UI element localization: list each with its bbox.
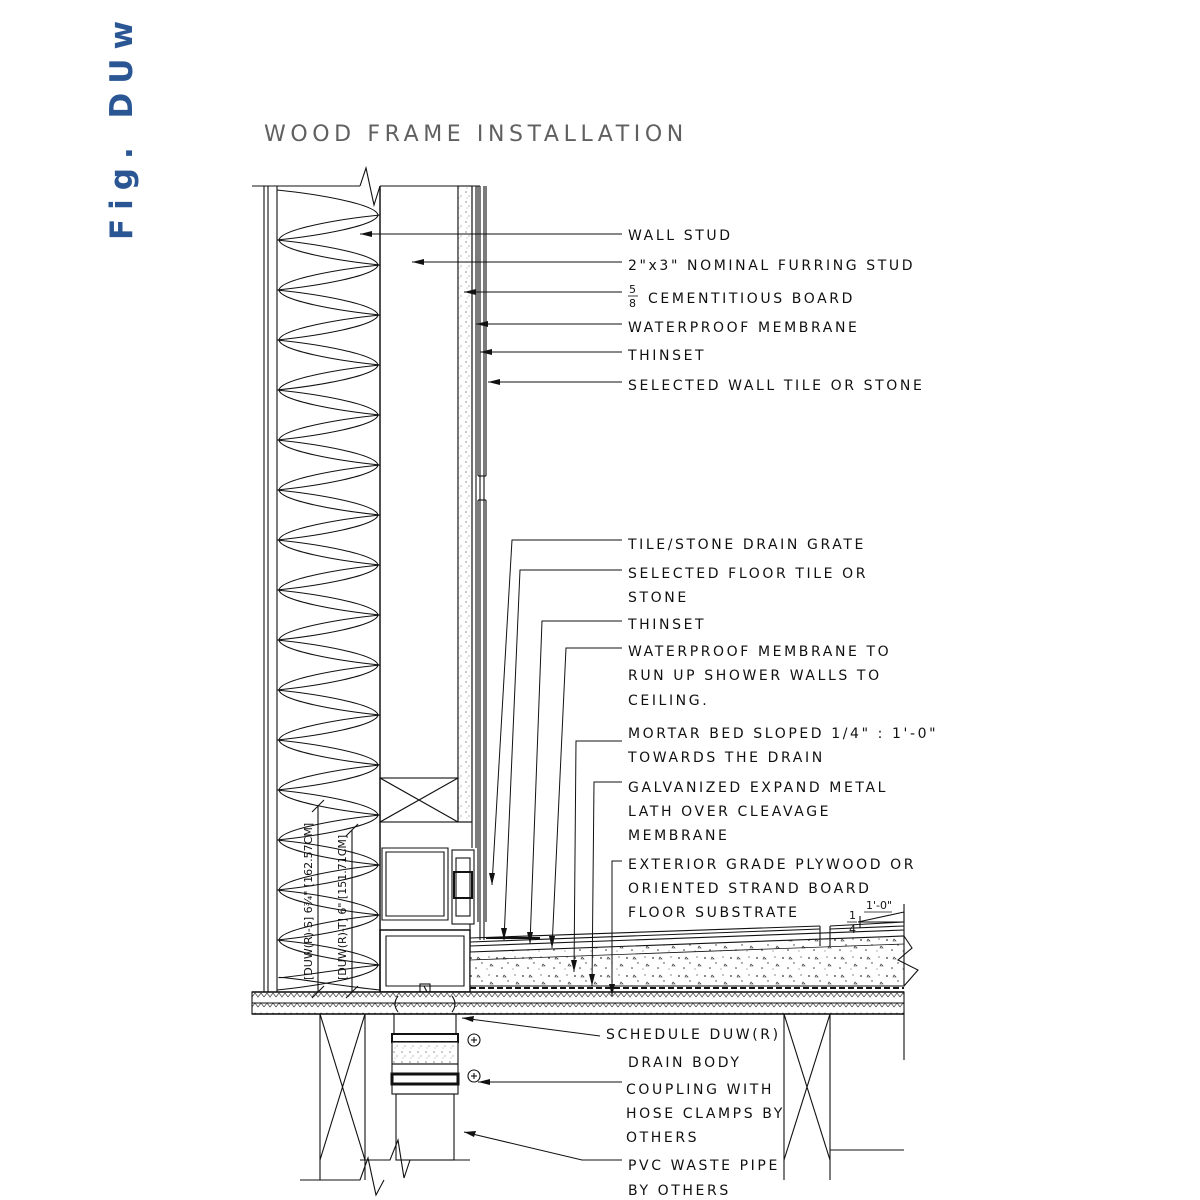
- label-floor-membrane-line1: WATERPROOF MEMBRANE TO: [628, 644, 891, 660]
- drawing-title: WOOD FRAME INSTALLATION: [264, 122, 688, 147]
- label-floor-tile-line1: SELECTED FLOOR TILE OR: [628, 566, 868, 582]
- label-schedule: SCHEDULE DUW(R): [606, 1027, 781, 1043]
- label-floor-thinset: THINSET: [627, 617, 706, 633]
- insulation-loop: [276, 739, 379, 791]
- label-substrate-line3: FLOOR SUBSTRATE: [628, 905, 800, 921]
- insulation-loop: [278, 514, 381, 566]
- label-wall-tile: SELECTED WALL TILE OR STONE: [628, 378, 924, 394]
- label-floor-tile-line2: STONE: [628, 590, 689, 606]
- insulation-loop: [278, 414, 381, 466]
- label-floor-membrane-line2: RUN UP SHOWER WALLS TO: [628, 668, 882, 684]
- label-wall-stud: WALL STUD: [628, 228, 733, 244]
- label-wall-thinset: THINSET: [627, 348, 706, 364]
- insulation-loop: [276, 789, 379, 841]
- label-lath-line1: GALVANIZED EXPAND METAL: [628, 780, 888, 796]
- callout-labels: WALL STUD 2"x3" NOMINAL FURRING STUD 5 8…: [302, 228, 938, 1199]
- label-wall-membrane: WATERPROOF MEMBRANE: [628, 320, 859, 336]
- label-pipe-line2: BY OTHERS: [628, 1183, 731, 1199]
- insulation-loop: [278, 814, 381, 866]
- insulation-loop: [278, 264, 381, 316]
- label-coupling-line2: HOSE CLAMPS BY: [626, 1106, 785, 1122]
- insulation-batts: [276, 189, 381, 991]
- insulation-loop: [278, 714, 381, 766]
- label-floor-membrane-line3: CEILING.: [628, 693, 709, 709]
- insulation-loop: [276, 289, 379, 341]
- label-lath-line3: MEMBRANE: [628, 828, 729, 844]
- dimension-duwr-t: [DUW(R)-T] 6" [151.71CM]: [336, 835, 349, 980]
- insulation-loop: [276, 389, 379, 441]
- label-mortar-line1: MORTAR BED SLOPED 1/4" : 1'-0": [628, 726, 938, 742]
- insulation-loop: [276, 939, 379, 991]
- insulation-loop: [276, 639, 379, 691]
- label-drain-grate: TILE/STONE DRAIN GRATE: [627, 537, 866, 553]
- insulation-loop: [278, 564, 381, 616]
- dimension-duwr-s: [DUW(R)-S] 6¾" [162.57CM]: [302, 823, 315, 980]
- label-board-fraction-den: 8: [629, 297, 636, 310]
- label-substrate-line2: ORIENTED STRAND BOARD: [628, 881, 872, 897]
- insulation-loop: [278, 664, 381, 716]
- insulation-loop: [276, 439, 379, 491]
- insulation-loop: [278, 864, 381, 916]
- insulation-loop: [278, 314, 381, 366]
- label-cementitious-board: CEMENTITIOUS BOARD: [648, 291, 855, 307]
- insulation-loop: [278, 464, 381, 516]
- arrowheads: [360, 231, 615, 1137]
- label-coupling-line1: COUPLING WITH: [626, 1082, 774, 1098]
- label-mortar-line2: TOWARDS THE DRAIN: [627, 750, 825, 766]
- slope-rise-num: 1: [849, 909, 856, 922]
- label-board-fraction-num: 5: [629, 283, 636, 296]
- label-lath-line2: LATH OVER CLEAVAGE: [628, 804, 831, 820]
- insulation-loop: [276, 889, 379, 941]
- slope-rise-den: 4: [849, 923, 856, 936]
- insulation-loop: [278, 764, 381, 816]
- insulation-loop: [276, 239, 379, 291]
- label-drain-body: DRAIN BODY: [628, 1055, 742, 1071]
- insulation-loop: [278, 364, 381, 416]
- insulation-loop: [276, 689, 379, 741]
- label-pipe-line1: PVC WASTE PIPE: [628, 1158, 780, 1174]
- insulation-loop: [278, 964, 381, 991]
- insulation-loop: [276, 339, 379, 391]
- leader-lines: [360, 233, 622, 1161]
- insulation-loop: [276, 489, 379, 541]
- insulation-loop: [278, 214, 381, 266]
- insulation-loop: [276, 539, 379, 591]
- insulation-loop: [276, 189, 379, 241]
- insulation-loop: [276, 589, 379, 641]
- label-substrate-line1: EXTERIOR GRADE PLYWOOD OR: [628, 857, 916, 873]
- slope-run: 1'-0": [866, 899, 892, 912]
- insulation-loop: [278, 614, 381, 666]
- insulation-loop: [278, 914, 381, 966]
- label-furring-stud: 2"x3" NOMINAL FURRING STUD: [628, 258, 915, 274]
- insulation-loop: [276, 839, 379, 891]
- label-coupling-line3: OTHERS: [626, 1130, 699, 1146]
- linework: [251, 165, 919, 1197]
